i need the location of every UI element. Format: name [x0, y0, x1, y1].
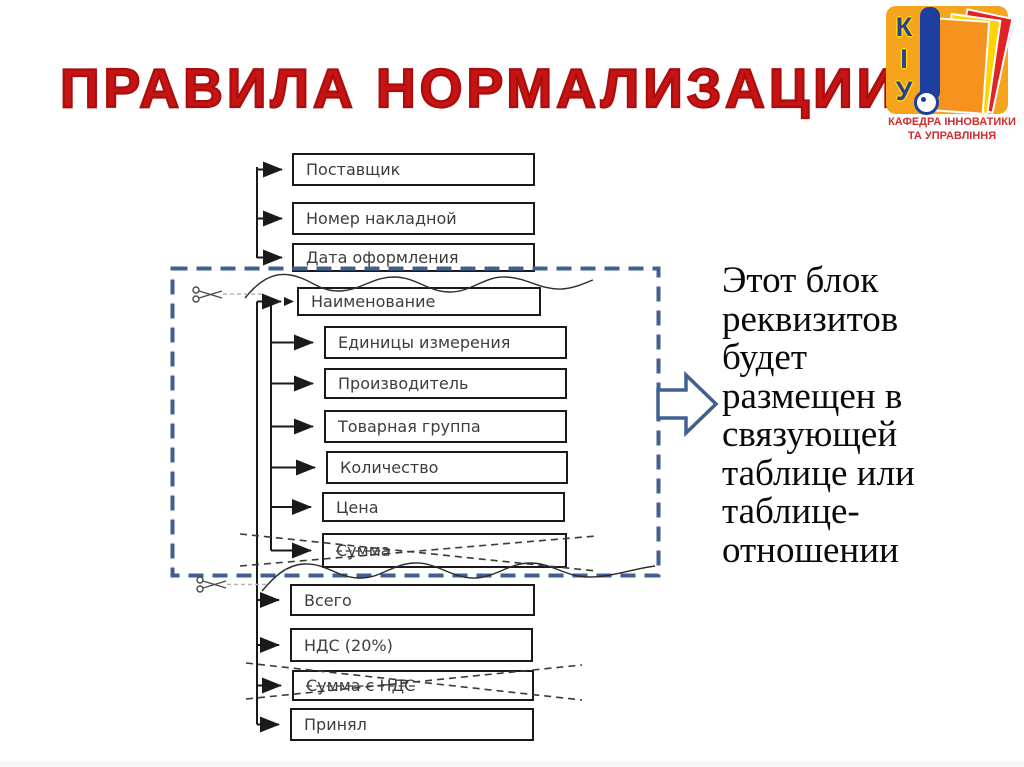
box-registration-date-label: Дата оформления: [306, 248, 459, 267]
block-arrow-icon: [656, 370, 719, 438]
box-vat: НДС (20%): [290, 628, 533, 662]
box-sum-label: Сумма: [336, 541, 391, 560]
box-total: Всего: [290, 584, 535, 616]
scissors-icon-top: [192, 286, 263, 303]
box-name: Наименование: [297, 287, 541, 316]
university-logo: КІУ КАФЕДРА ІННОВАТИКИ ТА УПРАВЛІННЯ: [884, 4, 1020, 146]
box-total-label: Всего: [304, 590, 352, 610]
box-sum-with-vat-label: Сумма с НДС: [306, 676, 416, 695]
box-units-label: Единицы измерения: [338, 333, 511, 352]
box-registration-date: Дата оформления: [292, 243, 535, 272]
box-quantity: Количество: [326, 451, 568, 484]
box-accepted-label: Принял: [304, 715, 367, 734]
footer-strip: [0, 761, 1024, 767]
box-invoice-number: Номер накладной: [292, 202, 535, 235]
logo-scroll-dot: [921, 97, 926, 102]
box-sum-with-vat: Сумма с НДС: [292, 670, 534, 701]
double-arrowhead: [284, 297, 294, 306]
scissors-icon-bottom: [196, 576, 266, 593]
box-manufacturer: Производитель: [324, 368, 567, 399]
note-text: Этот блок реквизитов будет размещен в св…: [722, 260, 915, 571]
box-product-group: Товарная группа: [324, 410, 567, 443]
box-supplier-label: Поставщик: [306, 160, 401, 179]
logo-scroll-icon: [920, 7, 940, 101]
box-manufacturer-label: Производитель: [338, 374, 469, 393]
box-invoice-number-label: Номер накладной: [306, 209, 457, 228]
box-supplier: Поставщик: [292, 153, 535, 186]
box-vat-label: НДС (20%): [304, 635, 393, 655]
page-title: ПРАВИЛА НОРМАЛИЗАЦИИ: [59, 56, 901, 120]
box-product-group-label: Товарная группа: [338, 417, 481, 436]
box-price-label: Цена: [336, 497, 379, 517]
box-accepted: Принял: [290, 708, 534, 741]
box-quantity-label: Количество: [340, 458, 439, 477]
box-sum: Сумма: [322, 533, 567, 568]
logo-acronym: КІУ: [889, 12, 919, 108]
logo-caption: КАФЕДРА ІННОВАТИКИ ТА УПРАВЛІННЯ: [888, 116, 1016, 142]
box-units: Единицы измерения: [324, 326, 567, 359]
box-price: Цена: [322, 492, 565, 522]
logo-scroll-end: [914, 90, 939, 115]
box-name-label: Наименование: [311, 292, 436, 311]
